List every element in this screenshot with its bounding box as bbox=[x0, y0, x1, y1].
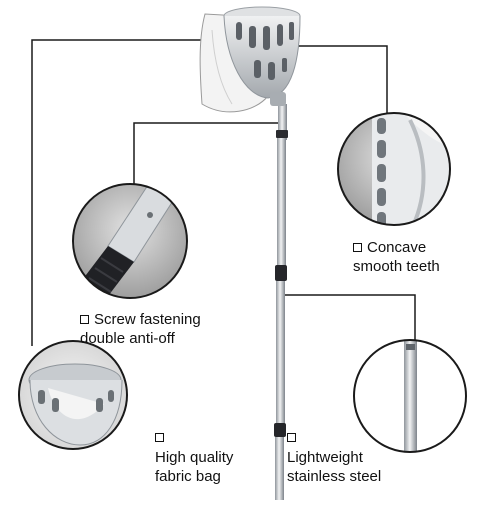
magnifier-teeth bbox=[337, 112, 451, 226]
connector-steel bbox=[285, 294, 416, 340]
connector-fabric bbox=[31, 39, 205, 346]
picker-head bbox=[199, 6, 301, 113]
callout-concave-line2: smooth teeth bbox=[353, 258, 440, 275]
connector-lines bbox=[31, 39, 416, 346]
callout-concave-line1: Concave bbox=[367, 239, 427, 256]
callout-steel-line2: stainless steel bbox=[287, 468, 382, 485]
callout-steel-line1: Lightweight bbox=[287, 449, 363, 466]
magnifier-fabric bbox=[18, 340, 128, 450]
magnifier-steel bbox=[353, 339, 467, 453]
callout-fabric-line2: fabric bag bbox=[155, 468, 221, 485]
checkbox-icon bbox=[287, 433, 296, 442]
callout-screw-fastening: Screw fastening double anti-off bbox=[80, 310, 201, 348]
telescopic-pole bbox=[274, 104, 288, 500]
checkbox-icon bbox=[155, 433, 164, 442]
connector-screw bbox=[133, 122, 280, 184]
callout-stainless-steel: Lightweight stainless steel bbox=[287, 433, 381, 486]
checkbox-icon bbox=[80, 315, 89, 324]
callout-screw-line2: double anti-off bbox=[80, 330, 175, 347]
callout-fabric-line1: High quality bbox=[155, 449, 234, 466]
callout-fabric-bag: High quality fabric bag bbox=[155, 433, 233, 486]
connector-teeth bbox=[298, 45, 388, 113]
checkbox-icon bbox=[353, 243, 362, 252]
callout-screw-line1: Screw fastening bbox=[94, 311, 201, 328]
magnifier-screw bbox=[72, 183, 188, 299]
callout-concave-teeth: Concave smooth teeth bbox=[353, 238, 440, 276]
